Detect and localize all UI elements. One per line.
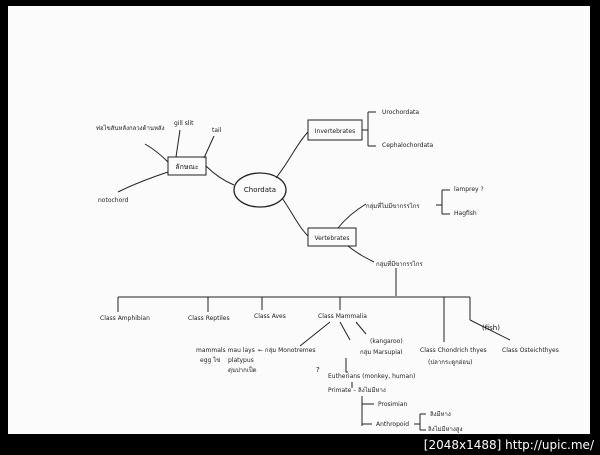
egg-label: egg ไข่ (200, 356, 220, 364)
vertebrates-box (307, 227, 357, 247)
link-center-vertebrates (281, 197, 309, 237)
class-reptiles-label: Class Reptiles (188, 315, 230, 322)
ape-label: ลิงไม่มีหางสูง (428, 425, 463, 433)
vertebrates-label: Vertebrates (315, 235, 350, 242)
class-aves-label: Class Aves (254, 313, 286, 320)
echidna-label: ตุ่นปากเป็ด (228, 365, 257, 374)
chordata-label: Chordata (244, 186, 276, 194)
notochord-label: notochord (98, 197, 129, 204)
link-char-notochord (117, 171, 169, 193)
chordata-mind-map: Chordata ลักษณะ ท่อไขสันหลังกลวงด้านหลัง… (96, 109, 559, 433)
link-center-characteristics (205, 165, 235, 186)
platypus-label: platypus (228, 357, 254, 364)
primate-label: Primate – ลิงไม่มีหาง (328, 386, 386, 394)
cephalochordata-label: Cephalochordata (382, 142, 433, 149)
class-mammalia-label: Class Mammalia (318, 313, 367, 320)
tail-label: tail (212, 127, 222, 134)
cartilaginous-fish-label: (ปลากระดูกอ่อน) (428, 359, 472, 366)
anthropoid-label: Anthropoid (376, 421, 409, 428)
link-char-gill (175, 129, 181, 158)
link-vert-jawless (337, 203, 367, 229)
jawed-group-label: กลุ่มที่มีขากรรไกร (376, 260, 423, 268)
question-mark-label: ? (316, 366, 320, 374)
invertebrates-label: Invertebrates (315, 128, 355, 135)
link-char-hollow-cord (144, 143, 169, 163)
image-dimensions: [2048x1488] (423, 438, 502, 452)
monkey-tail-label: ลิงมีหาง (430, 410, 451, 418)
link-center-invertebrates (275, 131, 309, 179)
image-host-link[interactable]: http://upic.me/ (505, 438, 594, 452)
characteristics-label: ลักษณะ (175, 163, 199, 171)
mammalia-links (299, 321, 367, 347)
urochordata-label: Urochordata (382, 109, 419, 116)
invertebrates-bracket (362, 111, 376, 147)
link-vert-jawed (347, 245, 375, 263)
anthropoid-bracket (414, 413, 426, 431)
paper-sheet (8, 6, 590, 434)
gill-slit-label: gill slit (174, 120, 194, 127)
class-amphibian-label: Class Amphibian (100, 315, 150, 322)
class-chondrichthyes-label: Class Chondrich thyes (420, 347, 487, 354)
monotremes-note-label: mammals mau lays (196, 347, 255, 354)
class-osteichthyes-label: Class Osteichthyes (502, 347, 559, 354)
kangaroo-label: (kangaroo) (370, 338, 403, 345)
chordata-node (233, 172, 287, 208)
prosimian-label: Prosimian (378, 401, 408, 408)
jawless-bracket (436, 189, 450, 215)
jawless-group-label: กลุ่มที่ไม่มีขากรรไกร (366, 202, 420, 210)
link-char-tail (203, 135, 215, 159)
monotremes-label: ← กลุ่ม Monotremes (258, 347, 315, 354)
classes-drops (117, 297, 511, 342)
primate-tree (361, 396, 374, 426)
lamprey-label: lamprey ? (454, 186, 484, 193)
link-eutherians (345, 358, 348, 373)
image-footer: [2048x1488] http://upic.me/ (0, 436, 600, 455)
fish-label: (fish) (482, 324, 500, 332)
hagfish-label: Hagfish (454, 210, 477, 217)
eutherians-label: Eutherians (monkey, human) (328, 373, 415, 380)
hollow-nerve-cord-label: ท่อไขสันหลังกลวงด้านหลัง (96, 124, 165, 132)
marsupial-label: กลุ่ม Marsupial (360, 349, 403, 356)
footer-caption: [2048x1488] http://upic.me/ (424, 438, 594, 452)
